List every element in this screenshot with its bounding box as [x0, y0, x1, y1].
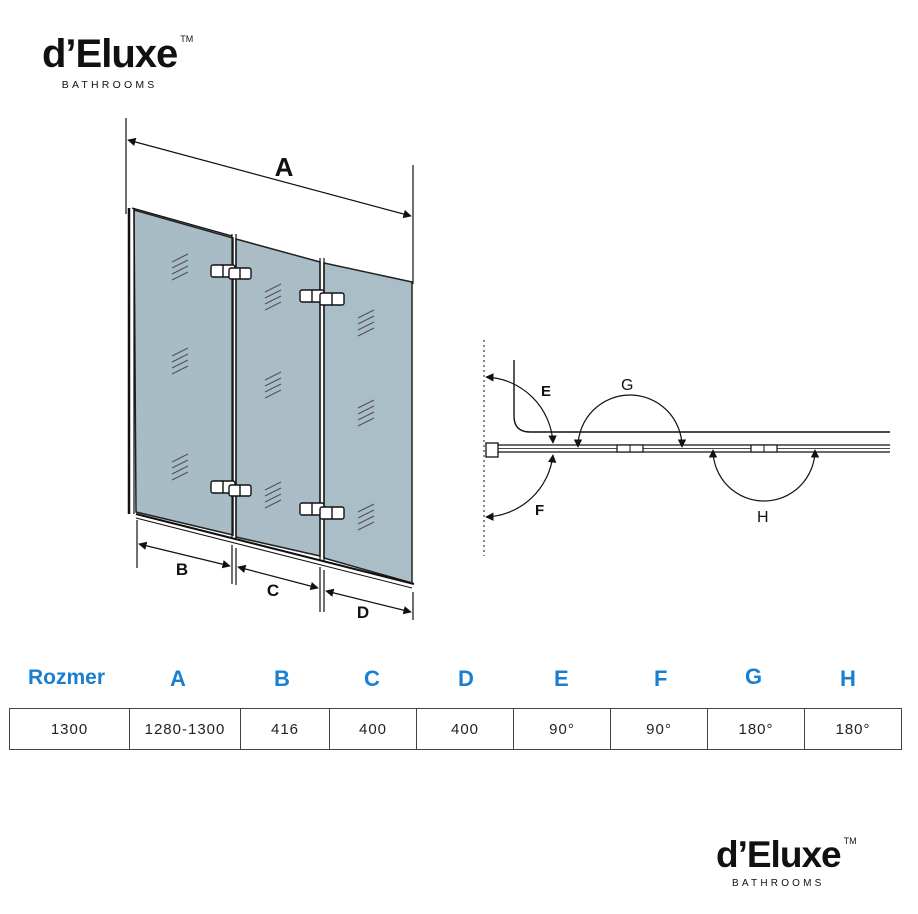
hinges: [210, 264, 345, 520]
angle-label-g: G: [621, 377, 633, 394]
dimension-d: [323, 570, 414, 620]
table-cell-c: 400: [329, 708, 417, 750]
table-header-h: H: [840, 666, 856, 691]
logo-tagline: BATHROOMS: [61, 79, 158, 91]
hinge-right-bottom: [299, 502, 345, 520]
hinge-left-top: [210, 264, 252, 280]
table-cell-b: 416: [240, 708, 330, 750]
dimension-c: [235, 548, 321, 612]
table-header-a: A: [170, 666, 186, 691]
dimension-label-a: A: [275, 152, 294, 182]
logo-tm: TM: [180, 34, 194, 44]
arc-h: [708, 449, 820, 502]
dimension-a: [125, 118, 414, 284]
arc-e: [485, 373, 557, 444]
arc-f: [485, 454, 557, 521]
table-cell-f: 90°: [610, 708, 708, 750]
table-header-g: G: [745, 664, 763, 689]
glass-reflection-marks: [171, 253, 375, 531]
table-cell-rozmer: 1300: [9, 708, 130, 750]
dimension-label-b: B: [176, 560, 188, 579]
angle-label-h: H: [757, 509, 769, 526]
angle-label-f: F: [535, 502, 544, 519]
glass-panel-left: [133, 209, 234, 536]
table-header-c: C: [364, 666, 380, 691]
frame-profiles: [127, 207, 415, 589]
table-header-b: B: [274, 666, 290, 691]
dimension-label-d: D: [357, 603, 369, 622]
glass-panel-right: [323, 262, 413, 584]
dimension-b: [136, 520, 233, 584]
table-header-f: F: [654, 666, 668, 691]
angle-arcs: [485, 373, 820, 521]
spec-table: 1300 1280-1300 416 400 400 90° 90° 180° …: [9, 708, 902, 750]
table-header-d: D: [458, 666, 474, 691]
table-cell-d: 400: [416, 708, 514, 750]
angle-label-e: E: [541, 383, 551, 400]
logo-tm: TM: [843, 836, 857, 846]
table-header-e: E: [554, 666, 569, 691]
hinge-right-top: [299, 289, 345, 306]
plan-view: [483, 340, 890, 556]
table-cell-a: 1280-1300: [129, 708, 241, 750]
table-cell-e: 90°: [513, 708, 611, 750]
table-cell-g: 180°: [707, 708, 805, 750]
hinge-left-bottom: [210, 480, 252, 497]
table-row: 1300 1280-1300 416 400 400 90° 90° 180° …: [9, 708, 902, 750]
logo-tagline: BATHROOMS: [732, 878, 825, 889]
arc-g: [573, 394, 687, 448]
table-header-rozmer: Rozmer: [28, 666, 106, 689]
dimension-label-c: C: [267, 581, 279, 600]
table-cell-h: 180°: [804, 708, 902, 750]
